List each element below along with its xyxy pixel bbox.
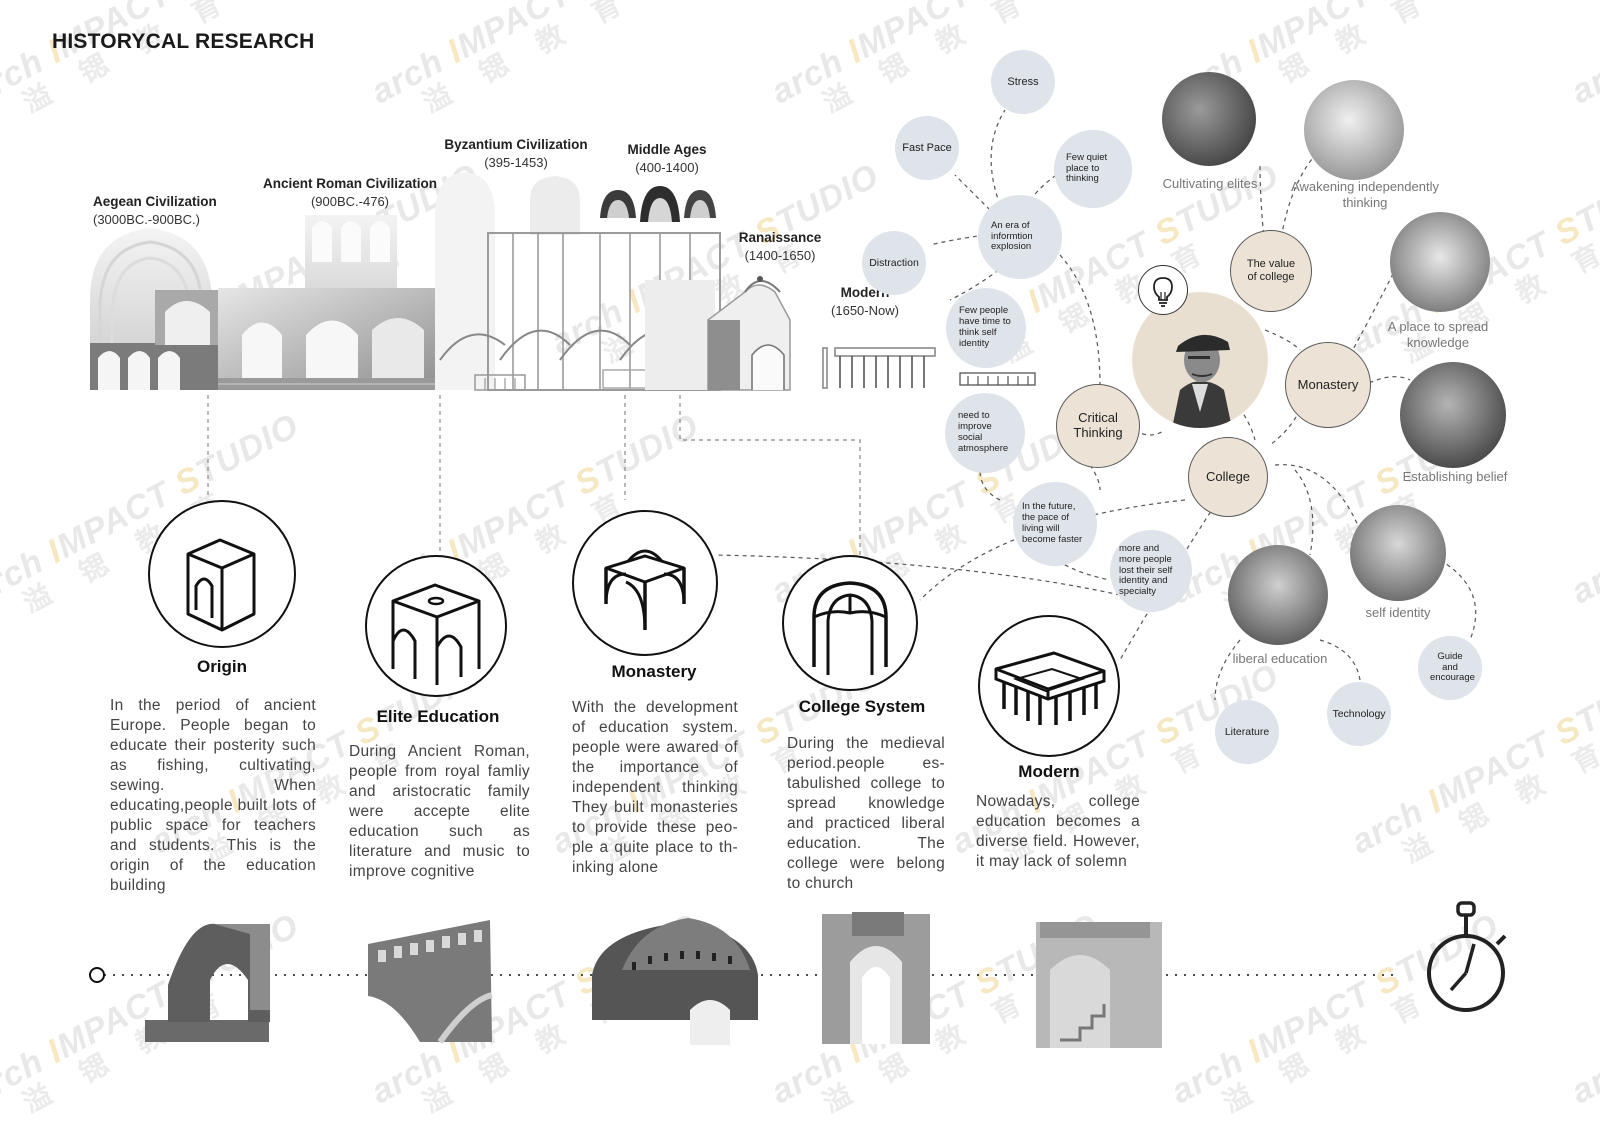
bubble-future-pace: In the future, the pace of living will b… bbox=[1013, 482, 1097, 566]
era-name: Ancient Roman Civilization bbox=[262, 176, 438, 191]
stage-text-elite: During Ancient Roman, people from royal … bbox=[349, 743, 530, 880]
era-name: Middle Ages bbox=[627, 142, 707, 157]
bubble-stress: Stress bbox=[991, 50, 1055, 114]
era-name: Byzantium Civilization bbox=[444, 137, 588, 152]
bubble-label: need to improve social atmosphere bbox=[958, 410, 1009, 454]
photo-belief bbox=[1400, 362, 1506, 468]
bubble-label: An era of informtion explosion bbox=[991, 219, 1033, 253]
bubble-label: Few people have time to think self ident… bbox=[959, 305, 1011, 349]
stage-text-modern: Nowadays, college education becomes a di… bbox=[976, 793, 1140, 870]
caption-spread: A place to spread knowledge bbox=[1387, 319, 1489, 351]
caption-awakening: Awakening independently thinking bbox=[1291, 179, 1439, 211]
bubble-label: Distraction bbox=[869, 256, 919, 269]
photo-self-identity bbox=[1350, 505, 1446, 601]
bubble-critical-thinking: Critical Thinking bbox=[1056, 384, 1140, 468]
roman-architecture bbox=[218, 215, 436, 390]
modern-icon bbox=[978, 615, 1120, 757]
bubble-few-people-time: Few people have time to think self ident… bbox=[946, 288, 1026, 368]
bubble-label: more and more people lost their self ide… bbox=[1119, 542, 1173, 598]
era-years: (1400-1650) bbox=[744, 248, 816, 264]
stage-text-monastery: With the development of education system… bbox=[572, 699, 738, 876]
stage-title-elite: Elite Education bbox=[376, 707, 500, 726]
era-years: (3000BC.-900BC.) bbox=[93, 212, 200, 228]
page-title: HISTORYCAL RESEARCH bbox=[52, 30, 315, 53]
photo-hagia-dome bbox=[592, 918, 758, 1045]
portrait-circle bbox=[1132, 292, 1268, 428]
timeline-start-icon bbox=[89, 967, 105, 983]
bubble-guide: Guide and encourage bbox=[1418, 636, 1482, 700]
bubble-label: Monastery bbox=[1297, 376, 1359, 392]
bubble-label: Fast Pace bbox=[902, 141, 952, 154]
era-aegean: Aegean Civilization (3000BC.-900BC.) bbox=[93, 193, 217, 229]
college-system-icon bbox=[782, 555, 918, 691]
photo-modern-stairs bbox=[1036, 922, 1162, 1048]
era-years: (1650-Now) bbox=[831, 303, 899, 319]
caption-self-identity: self identity bbox=[1365, 605, 1431, 620]
lightbulb-icon bbox=[1138, 265, 1188, 315]
bubble-label: The value of college bbox=[1246, 258, 1296, 283]
photo-cultivating bbox=[1162, 72, 1256, 166]
elite-education-icon bbox=[365, 555, 507, 697]
middle-ages-thumbnails bbox=[600, 186, 716, 222]
bubble-label: Few quiet place to thinking bbox=[1066, 151, 1108, 185]
strip-connectors bbox=[207, 395, 861, 555]
aegean-architecture bbox=[90, 228, 220, 390]
bubble-label: In the future, the pace of living will b… bbox=[1022, 501, 1083, 545]
origin-icon bbox=[148, 500, 296, 648]
stage-title-modern: Modern bbox=[1018, 762, 1080, 781]
photo-spread bbox=[1390, 212, 1490, 312]
era-years: (400-1400) bbox=[635, 160, 699, 176]
bubble-distraction: Distraction bbox=[862, 231, 926, 295]
stage-text-college: During the medieval period.people es-tab… bbox=[787, 735, 945, 892]
bubble-era-info: An era of informtion explosion bbox=[978, 195, 1062, 279]
era-name: Aegean Civilization bbox=[93, 194, 217, 209]
bubble-label: Technology bbox=[1332, 707, 1386, 720]
renaissance-architecture bbox=[645, 276, 791, 391]
caption-cultivating: Cultivating elites bbox=[1162, 176, 1258, 191]
bubble-technology: Technology bbox=[1327, 682, 1391, 746]
caption-belief: Establishing belief bbox=[1402, 469, 1508, 484]
bubble-college: College bbox=[1188, 437, 1268, 517]
era-years: (395-1453) bbox=[484, 155, 548, 171]
photo-college-corridor bbox=[822, 912, 930, 1044]
bubble-need-improve: need to improve social atmosphere bbox=[945, 393, 1025, 473]
photo-awakening bbox=[1304, 80, 1404, 180]
bubble-value-college: The value of college bbox=[1230, 230, 1312, 312]
portrait-image bbox=[1172, 334, 1232, 428]
bubble-literature: Literature bbox=[1215, 700, 1279, 764]
era-roman: Ancient Roman Civilization (900BC.-476) bbox=[255, 175, 445, 211]
stage-title-college: College System bbox=[798, 697, 926, 716]
bubble-few-quiet: Few quiet place to thinking bbox=[1054, 130, 1132, 208]
modern-architecture bbox=[822, 347, 1036, 389]
bubble-label: Literature bbox=[1224, 725, 1270, 738]
monastery-icon bbox=[572, 510, 718, 656]
photo-arch-ruin bbox=[145, 923, 270, 1042]
caption-liberal: liberal education bbox=[1232, 651, 1328, 666]
photo-liberal bbox=[1228, 545, 1328, 645]
stage-title-monastery: Monastery bbox=[611, 662, 697, 681]
era-renaissance: Ranaissance (1400-1650) bbox=[730, 229, 830, 265]
era-years: (900BC.-476) bbox=[310, 194, 390, 210]
stopwatch-icon bbox=[1427, 901, 1507, 1012]
stage-text-origin: In the period of ancient Europe. People … bbox=[110, 697, 316, 894]
bubble-label: College bbox=[1205, 468, 1251, 484]
bubble-label: Critical Thinking bbox=[1073, 410, 1123, 440]
era-name: Ranaissance bbox=[738, 230, 822, 245]
stage-title-origin: Origin bbox=[196, 657, 248, 676]
bubble-fast-pace: Fast Pace bbox=[895, 116, 959, 180]
era-byzantium: Byzantium Civilization (395-1453) bbox=[436, 136, 596, 172]
era-middle-ages: Middle Ages (400-1400) bbox=[612, 141, 722, 177]
bubble-label: Stress bbox=[1007, 75, 1039, 88]
bubble-more-people-lost: more and more people lost their self ide… bbox=[1110, 530, 1192, 612]
bubble-monastery: Monastery bbox=[1285, 342, 1371, 428]
bubble-label: Guide and encourage bbox=[1430, 650, 1475, 684]
photo-colosseum bbox=[368, 920, 493, 1044]
